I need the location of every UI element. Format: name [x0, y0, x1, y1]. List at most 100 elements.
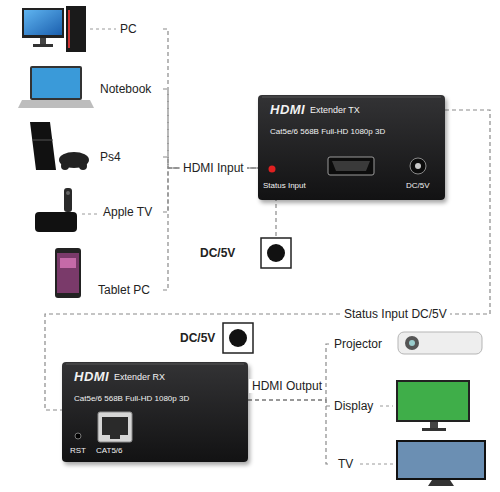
- power-jack: DC/5V: [200, 236, 292, 270]
- rj45-port: [98, 412, 132, 442]
- dashed-connector: [275, 200, 276, 236]
- pc-icon: [22, 6, 116, 52]
- pc-icon-part: [90, 29, 116, 30]
- edge-label: HDMI Output: [249, 379, 325, 393]
- apple-tv-icon-part: [66, 191, 70, 195]
- notebook-icon-part: [30, 66, 82, 100]
- pc-icon-part: [33, 44, 53, 47]
- projector-icon-part: [409, 340, 415, 346]
- extender-rx: HDMI Extender RX Cat5e/6 568B Full-HD 1080…: [62, 362, 248, 462]
- apple-tv-icon-part: [82, 214, 100, 215]
- tablet-icon-part: [57, 253, 79, 293]
- display-icon-part: [422, 428, 446, 431]
- jack-frame: [261, 238, 291, 268]
- rj45-latch: [110, 434, 120, 439]
- power-jack: DC/5V: [180, 322, 254, 354]
- tv-device: TV: [330, 440, 490, 488]
- device-label: TV: [338, 457, 353, 471]
- status-led: [269, 166, 276, 173]
- device-label: Display: [334, 399, 373, 413]
- dashed-connector: [163, 168, 258, 290]
- projector-device: Projector: [330, 326, 490, 362]
- extender-tx: HDMI Extender TX Cat5e/6 568B Full-HD 1080…: [258, 95, 445, 200]
- dashed-connector: [248, 344, 330, 400]
- jack-frame: [223, 323, 253, 353]
- dc-port: [410, 158, 426, 174]
- reset-hole: [75, 433, 81, 439]
- device-text: Status Input: [263, 181, 306, 191]
- device-label: Apple TV: [103, 205, 152, 219]
- projector-icon-part: [405, 336, 419, 350]
- apple-tv-icon-part: [64, 188, 72, 212]
- edge-highlight: [262, 97, 441, 98]
- tablet-icon-part: [55, 248, 81, 298]
- tablet-icon: [55, 248, 81, 298]
- ps4-icon-part: [30, 122, 56, 170]
- dashed-connector: [163, 29, 258, 168]
- pc-icon-part: [40, 38, 46, 44]
- device-label: PC: [120, 22, 137, 36]
- power-label: DC/5V: [180, 331, 215, 345]
- ps4-icon-part: [32, 140, 53, 141]
- power-label: DC/5V: [200, 246, 235, 260]
- notebook-device: Notebook: [15, 62, 163, 116]
- projector-icon: [398, 332, 482, 354]
- edge-label: HDMI Input: [180, 161, 247, 175]
- edge-label: Status Input DC/5V: [341, 307, 450, 321]
- notebook-icon: [18, 66, 94, 108]
- power-jack-icon: [222, 322, 254, 354]
- apple-tv-icon-part: [35, 212, 77, 232]
- device-text: HDMI: [74, 369, 109, 385]
- projector-icon-part: [398, 332, 482, 354]
- tablet-device: Tablet PC: [15, 264, 163, 316]
- dc-port-pin: [415, 163, 421, 169]
- device-text: DC/5V: [406, 181, 430, 191]
- device-text: RST: [70, 446, 86, 456]
- tv-icon-part: [396, 440, 486, 480]
- hdmi-port: [328, 157, 374, 175]
- tv-icon-part: [360, 464, 393, 465]
- apple-tv-device: Apple TV: [15, 186, 163, 238]
- ps4-icon-part: [61, 162, 69, 170]
- device-label: Ps4: [100, 150, 121, 164]
- device-text: Cat5e/6 568B Full-HD 1080p 3D: [270, 127, 385, 137]
- jack-dot: [267, 244, 285, 262]
- ps4-device: Ps4: [15, 130, 163, 184]
- hdmi-port-inner: [332, 161, 370, 171]
- tablet-icon-part: [60, 258, 76, 268]
- tv-icon: [360, 440, 486, 486]
- device-text: HDMI: [270, 102, 305, 118]
- notebook-icon-part: [18, 100, 94, 108]
- device-label: Notebook: [100, 82, 151, 96]
- pc-icon-part: [22, 8, 64, 38]
- power-jack-icon: [260, 237, 292, 269]
- tv-icon-part: [398, 442, 484, 478]
- edge-highlight: [66, 364, 244, 365]
- ps4-icon-part: [79, 162, 87, 170]
- pc-icon-part: [24, 10, 62, 35]
- dashed-connector: [163, 89, 258, 168]
- device-text: Cat5e/6 568B Full-HD 1080p 3D: [74, 394, 189, 404]
- pc-icon-part: [68, 10, 70, 48]
- display-device: Display: [330, 378, 490, 434]
- device-label: Projector: [334, 337, 382, 351]
- jack-dot: [229, 329, 247, 347]
- tv-icon-part: [428, 480, 454, 486]
- pc-icon-part: [66, 6, 86, 52]
- display-icon-part: [398, 382, 468, 420]
- display-icon-part: [380, 406, 393, 407]
- device-text: Extender TX: [310, 105, 360, 116]
- display-icon-part: [396, 380, 470, 422]
- dashed-connector: [248, 400, 330, 406]
- display-icon-part: [430, 422, 438, 428]
- rj45-port-inner: [102, 417, 128, 435]
- dashed-connector: [248, 400, 330, 464]
- ps4-icon: [30, 122, 89, 170]
- pc-device: PC: [15, 3, 163, 55]
- apple-tv-icon: [35, 188, 100, 232]
- device-text: CAT5/6: [96, 446, 123, 456]
- device-text: Extender RX: [114, 372, 165, 383]
- device-label: Tablet PC: [98, 283, 150, 297]
- notebook-icon-part: [32, 68, 80, 98]
